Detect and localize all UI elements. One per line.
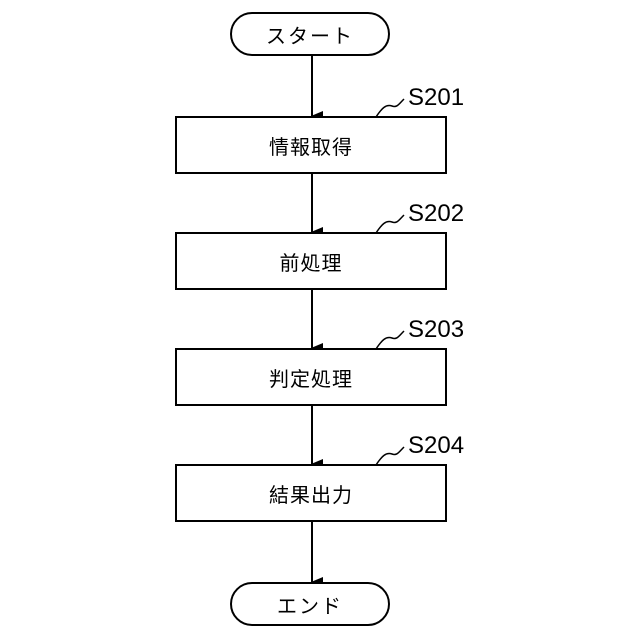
process-box-s204: 結果出力 <box>175 464 447 522</box>
process-box-s203: 判定処理 <box>175 348 447 406</box>
step-id-s204: S204 <box>408 434 464 458</box>
step-leader-s204 <box>376 447 404 465</box>
end-terminal: エンド <box>230 582 390 626</box>
process-label-s202: 前処理 <box>280 247 343 276</box>
step-id-s202: S202 <box>408 202 464 226</box>
step-leader-s201 <box>376 99 404 117</box>
start-terminal: スタート <box>230 12 390 56</box>
step-id-s201: S201 <box>408 86 464 110</box>
step-id-s203: S203 <box>408 318 464 342</box>
process-box-s201: 情報取得 <box>175 116 447 174</box>
step-leader-s203 <box>376 331 404 349</box>
process-label-s201: 情報取得 <box>269 131 353 160</box>
end-label: エンド <box>277 590 343 619</box>
process-label-s203: 判定処理 <box>269 363 353 392</box>
start-label: スタート <box>266 20 354 49</box>
process-label-s204: 結果出力 <box>269 479 353 508</box>
process-box-s202: 前処理 <box>175 232 447 290</box>
step-leader-s202 <box>376 215 404 233</box>
